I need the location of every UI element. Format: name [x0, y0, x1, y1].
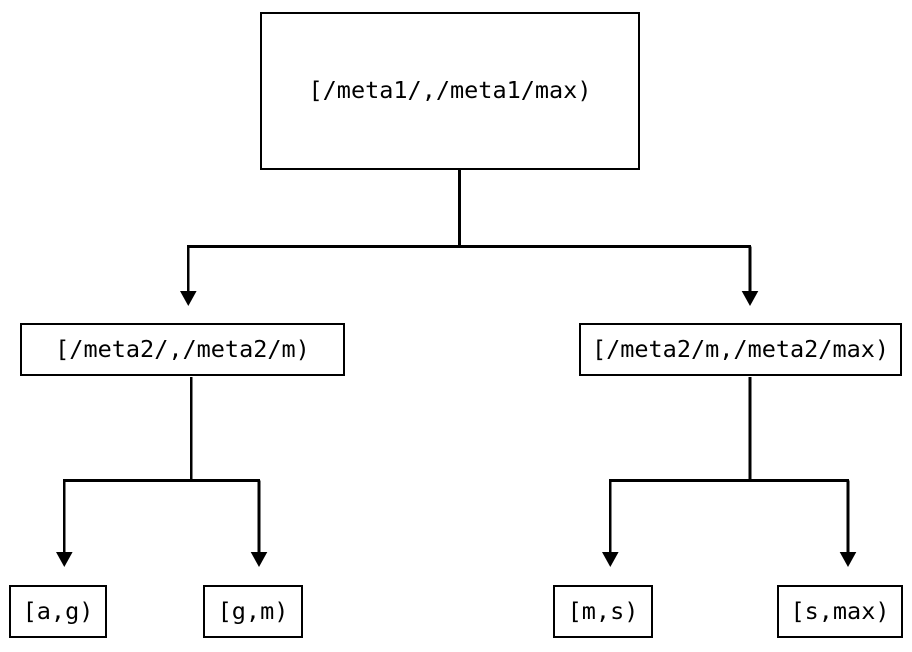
edge-mid-left-to-leaves — [56, 377, 268, 567]
node-leaf-s-max[interactable]: [s,max) — [777, 585, 903, 638]
arrowhead-to-mid-left — [180, 291, 197, 306]
edge-root-to-level2 — [180, 170, 759, 306]
node-mid-right-label: [/meta2/m,/meta2/max) — [591, 334, 890, 363]
arrowhead-to-mid-right — [741, 291, 759, 306]
node-mid-left[interactable]: [/meta2/,/meta2/m) — [20, 323, 345, 376]
arrowhead-to-leaf-gm — [250, 552, 268, 567]
edge-mid-right-to-leaves — [602, 377, 857, 567]
node-leaf-a-g-label: [a,g) — [22, 596, 94, 625]
node-mid-right[interactable]: [/meta2/m,/meta2/max) — [579, 323, 902, 376]
node-root-label: [/meta1/,/meta1/max) — [308, 76, 592, 105]
node-leaf-s-max-label: [s,max) — [790, 596, 890, 625]
arrowhead-to-leaf-ms — [602, 552, 619, 567]
node-leaf-g-m[interactable]: [g,m) — [203, 585, 303, 638]
node-mid-left-label: [/meta2/,/meta2/m) — [55, 334, 310, 363]
node-leaf-m-s[interactable]: [m,s) — [553, 585, 653, 638]
arrowhead-to-leaf-smax — [839, 552, 857, 567]
node-leaf-g-m-label: [g,m) — [217, 596, 289, 625]
node-root[interactable]: [/meta1/,/meta1/max) — [260, 12, 640, 170]
arrowhead-to-leaf-ag — [56, 552, 73, 567]
node-leaf-m-s-label: [m,s) — [567, 596, 639, 625]
node-leaf-a-g[interactable]: [a,g) — [9, 585, 107, 638]
